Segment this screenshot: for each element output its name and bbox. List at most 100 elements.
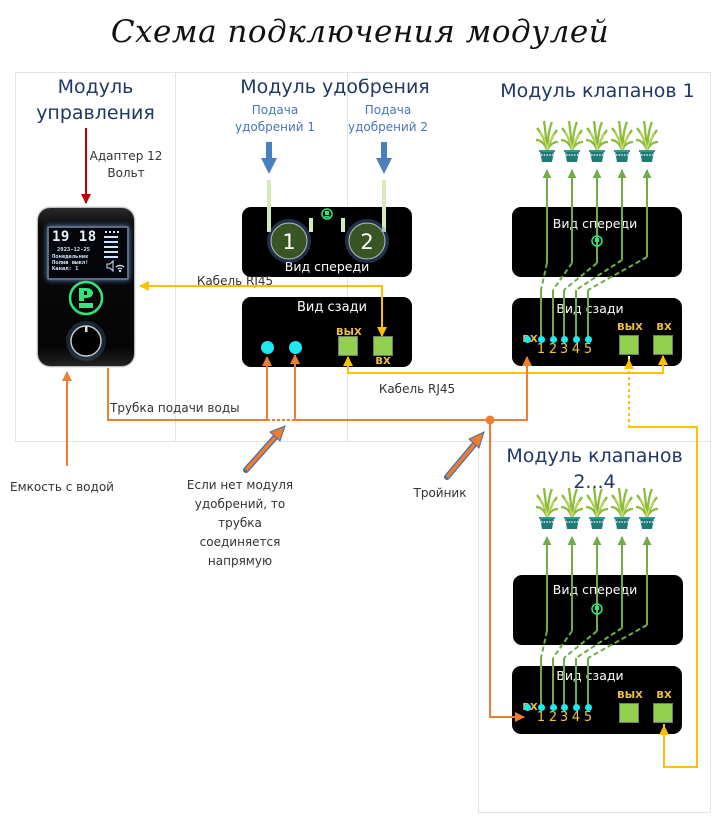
valve2-rj45-out-port[interactable] xyxy=(619,703,639,723)
feed1-line2: удобрений 1 xyxy=(234,120,316,134)
control-module-title: Модуль управления xyxy=(15,74,176,126)
valve1-back-label: Вид сзади xyxy=(556,301,624,316)
valve1-channel-2-port[interactable] xyxy=(549,335,557,343)
no-fert-pointer-arrow xyxy=(243,425,286,473)
valve1-channel-2-hidden-line xyxy=(552,262,573,291)
feed-2-arrow xyxy=(376,142,392,174)
valve2-front-label: Вид спереди xyxy=(552,582,638,597)
feed2-line1: Подача xyxy=(364,103,412,117)
valve1-out-label: ВЫХ xyxy=(617,322,643,333)
water-tube-to-fertilizer xyxy=(107,356,272,421)
display-day: Понедельник xyxy=(52,254,89,260)
valve1-channel-1-port[interactable] xyxy=(537,335,545,343)
valve2-channel-5-port[interactable] xyxy=(584,703,592,711)
water-tube-to-valve2 xyxy=(489,420,525,722)
valve1-channel-5-hidden-line xyxy=(587,256,648,291)
valve2-channel-4-port[interactable] xyxy=(572,703,580,711)
valve1-channel-3-label: 3 xyxy=(559,342,569,357)
valve2-plant-2-icon xyxy=(561,487,583,531)
adapter-line1: Адаптер 12 xyxy=(89,149,163,163)
valve2-channel-2-port[interactable] xyxy=(549,703,557,711)
feed2-line2: удобрений 2 xyxy=(347,120,429,134)
pump-1-label: 1 xyxy=(282,230,295,254)
valve2-channel-5-label: 5 xyxy=(583,710,593,725)
wifi-icon xyxy=(115,264,125,270)
valve2-logo-icon xyxy=(591,603,603,615)
display-status: Полив выкл! xyxy=(52,260,89,266)
valve1-channel-3-port[interactable] xyxy=(560,335,568,343)
feed1-line1: Подача xyxy=(251,103,299,117)
valve1-channel-1-label: 1 xyxy=(536,342,546,357)
display-icons xyxy=(104,231,125,273)
valve2-plant-4-icon xyxy=(611,487,633,531)
valve2-channel-1-port[interactable] xyxy=(537,703,545,711)
valve2-channel-4-hidden-line xyxy=(575,627,623,659)
valve2-rj45-in-port[interactable] xyxy=(653,703,673,723)
tee-label: Тройник xyxy=(413,486,467,500)
valve1-plant-2-icon xyxy=(561,120,583,164)
fertilizer-water-out-port[interactable] xyxy=(289,341,302,354)
display-time: 19 18 xyxy=(52,229,97,245)
valve-module-2-title: Модуль клапанов 2...4 xyxy=(478,443,711,495)
valve1-channel-4-label: 4 xyxy=(571,342,581,357)
valve2-plant-1-icon xyxy=(536,487,558,531)
water-tank-label: Емкость с водой xyxy=(10,480,114,494)
fertilizer-logo-icon xyxy=(321,208,333,220)
feed-2-label: Подача удобрений 2 xyxy=(338,102,438,136)
valve2-channel-5-hidden-line xyxy=(587,624,648,659)
valve1-channel-1-hidden-line xyxy=(540,262,548,291)
no-fert-line1: Если нет модуля xyxy=(186,478,294,492)
valve2-channel-2-hidden-line xyxy=(552,630,573,659)
feed-1-label: Подача удобрений 1 xyxy=(225,102,325,136)
valve2-title-line1: Модуль клапанов xyxy=(506,445,683,467)
valve2-channel-4-label: 4 xyxy=(571,710,581,725)
valve1-channel-5-port[interactable] xyxy=(584,335,592,343)
adapter-line2: Вольт xyxy=(107,166,145,180)
no-fert-line3: трубка xyxy=(218,516,262,530)
valve1-channel-4-port[interactable] xyxy=(572,335,580,343)
valve1-rj45-out-port[interactable] xyxy=(619,335,639,355)
valve2-in-label: ВХ xyxy=(656,690,672,701)
valve2-channel-2-label: 2 xyxy=(548,710,558,725)
valve1-rj45-in-port[interactable] xyxy=(653,335,673,355)
rj45-bottom-label: Кабель RJ45 xyxy=(378,382,456,396)
valve2-channel-3-label: 3 xyxy=(559,710,569,725)
fertilizer-front-label: Вид спереди xyxy=(284,259,370,274)
valve1-plant-3-icon xyxy=(586,120,608,164)
valve2-channel-3-port[interactable] xyxy=(560,703,568,711)
valve1-channel-4-hidden-line xyxy=(575,259,623,291)
adapter-label: Адаптер 12 Вольт xyxy=(85,148,167,182)
rj45-cable-valve1-to-valve2 xyxy=(628,356,698,768)
speaker-icon xyxy=(106,259,114,273)
rj45-cable-fertilizer-to-valve1 xyxy=(343,355,668,374)
rj45-cable-control-to-fertilizer xyxy=(139,281,387,337)
valve1-plant-4-icon xyxy=(611,120,633,164)
control-title-line1: Модуль xyxy=(57,76,134,98)
valve2-plant-5-icon xyxy=(636,487,658,531)
valve1-in-label: ВХ xyxy=(656,322,672,333)
valve2-water-in-port[interactable] xyxy=(524,703,531,711)
valve2-back-label: Вид сзади xyxy=(556,668,624,683)
panel-valve-module-2-4 xyxy=(478,441,711,813)
display-channel: Канал: 1 xyxy=(52,266,79,272)
pump-tubes xyxy=(267,180,386,232)
control-title-line2: управления xyxy=(36,102,155,124)
valve1-plant-5-icon xyxy=(636,120,658,164)
control-display: 19 18 2023-12-25 Понедельник Полив выкл!… xyxy=(47,226,129,280)
pump-2-label: 2 xyxy=(360,230,373,254)
pump-2[interactable]: 2 xyxy=(345,219,389,263)
valve2-title-line2: 2...4 xyxy=(573,471,616,493)
no-fertilizer-note: Если нет модуля удобрений, то трубка сое… xyxy=(180,476,300,571)
no-fert-line2: удобрений, то xyxy=(194,497,286,511)
valve2-out-label: ВЫХ xyxy=(617,690,643,701)
valve1-water-in-port[interactable] xyxy=(524,335,531,343)
valve1-channel-5-label: 5 xyxy=(583,342,593,357)
tee-pointer-arrow xyxy=(444,431,485,480)
valve-module-1-title: Модуль клапанов 1 xyxy=(500,80,695,102)
valve1-plant-1-icon xyxy=(536,120,558,164)
valve2-channel-1-hidden-line xyxy=(540,630,548,659)
fertilizer-water-in-port[interactable] xyxy=(261,341,274,354)
pump-1[interactable]: 1 xyxy=(267,219,311,263)
water-tube-fertilizer-to-valve1 xyxy=(290,354,532,421)
